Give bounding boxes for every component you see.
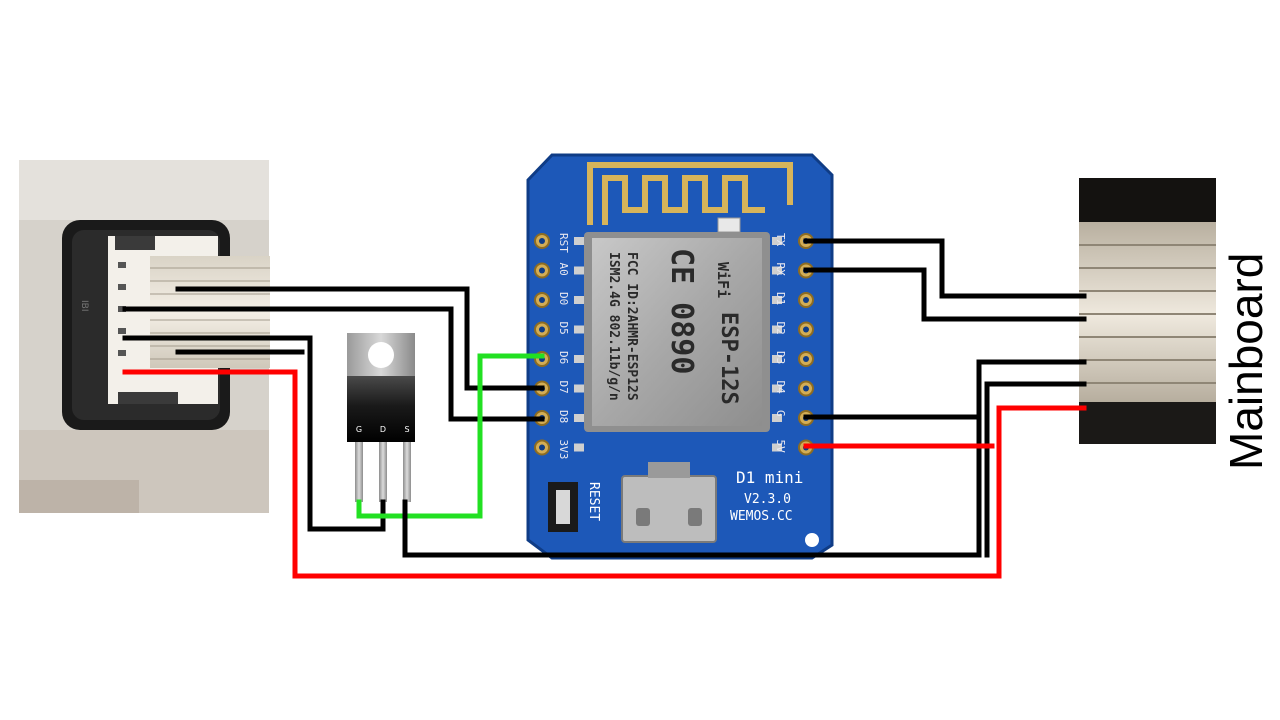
right-pin-label: TX (774, 233, 787, 247)
reset-label: RESET (586, 482, 601, 521)
left-pin-label: RST (557, 233, 570, 253)
right-pin-label: D3 (774, 351, 787, 364)
wire-green-gate (356, 353, 545, 519)
wire-conn3-drain (122, 335, 386, 532)
wire-rx (803, 267, 1087, 322)
wire-tx (803, 238, 1087, 299)
wire-red-power (122, 369, 1087, 579)
mosfet-pin-s: S (404, 425, 409, 434)
module-ce: CE 0890 (664, 248, 699, 374)
left-pin-label: D8 (557, 410, 570, 423)
right-pin-label: D4 (774, 381, 787, 395)
wire-source-gnd (402, 359, 1087, 558)
module-fcc: FCC ID:2AHMR-ESP12S (624, 252, 639, 401)
left-connector-photo: IBI (19, 160, 270, 513)
board-version: V2.3.0 (744, 492, 791, 507)
wires (122, 238, 1087, 579)
wire-conn2-d8 (122, 306, 545, 422)
board-name: D1 mini (736, 468, 803, 487)
mainboard-cable-photo (1079, 178, 1216, 444)
reset-button (548, 482, 578, 532)
left-pin-label: D5 (557, 322, 570, 335)
right-pin-label: D1 (774, 292, 787, 305)
left-pin-label: D7 (557, 381, 570, 394)
mosfet-pin-g: G (356, 425, 362, 434)
d1-mini-board: WiFi ESP-12S CE 0890 FCC ID:2AHMR-ESP12S… (526, 153, 834, 560)
module-freq: ISM2.4G 802.11b/g/n (606, 252, 621, 401)
module-name: ESP-12S (716, 312, 741, 405)
left-pin-label: 3V3 (557, 440, 570, 460)
left-pin-label: D6 (557, 351, 570, 364)
board-site: WEMOS.CC (730, 509, 793, 524)
mainboard-label: Mainboard (1220, 253, 1272, 470)
right-pin-label: 5V (774, 440, 787, 454)
module-brand: WiFi (714, 262, 732, 298)
right-pin-label: RX (774, 263, 787, 277)
micro-usb-port (621, 462, 717, 543)
right-pin-label: G (774, 410, 787, 417)
right-pin-label: D2 (774, 322, 787, 335)
connector-label: IBI (79, 300, 89, 311)
mosfet-pin-d: D (380, 425, 386, 434)
antenna-trace (587, 162, 793, 233)
left-pin-label: D0 (557, 292, 570, 305)
esp12s-module: WiFi ESP-12S CE 0890 FCC ID:2AHMR-ESP12S… (584, 232, 770, 432)
left-pin-label: A0 (557, 263, 570, 276)
wire-conn1-d7 (175, 286, 545, 391)
